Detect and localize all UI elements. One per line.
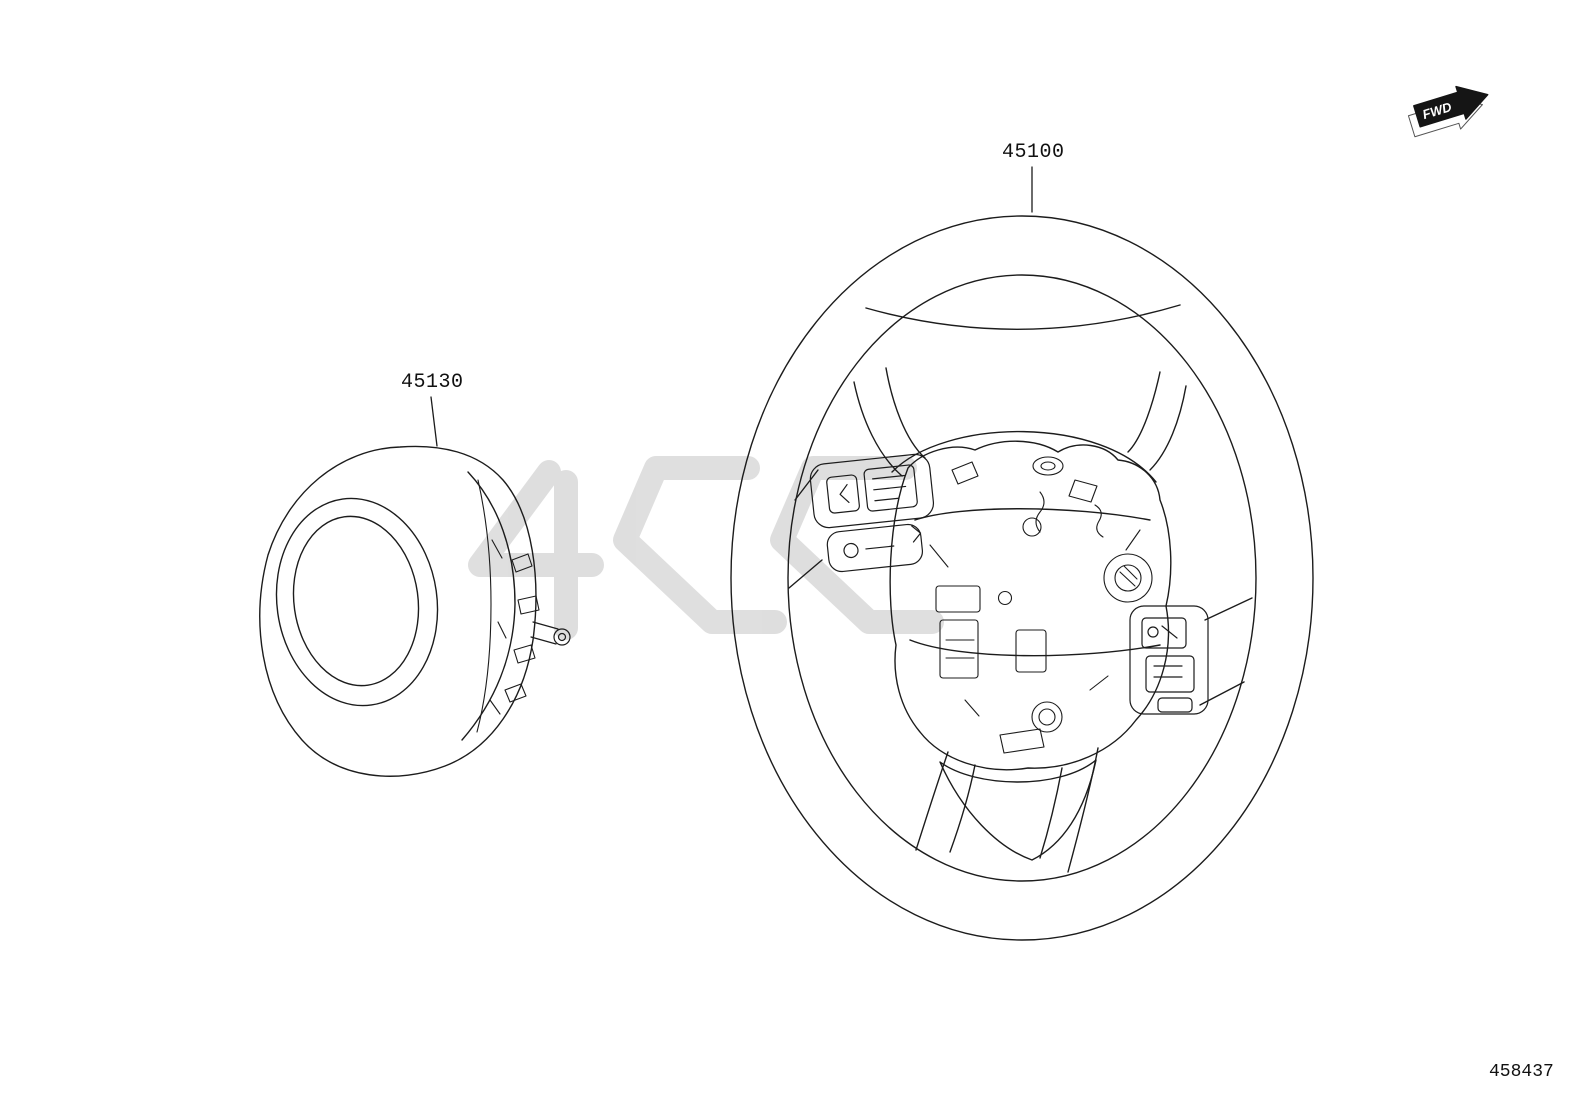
hub-details <box>929 456 1153 754</box>
part-label-45130[interactable]: 45130 <box>401 371 464 394</box>
fwd-arrow-icon: FWD <box>1407 85 1489 138</box>
leader-line-45130 <box>430 396 438 447</box>
leader-lines <box>430 166 1033 447</box>
horn-ring-inner <box>292 515 420 687</box>
rim-top-contour <box>865 304 1181 330</box>
pad-face-edge <box>461 471 516 741</box>
left-arrow-icon <box>839 483 850 504</box>
part-label-45100[interactable]: 45100 <box>1002 141 1065 164</box>
watermark-logo <box>468 456 944 640</box>
pad-outline <box>259 445 537 777</box>
rim-outer <box>730 215 1314 941</box>
drawing-number: 458437 <box>1489 1062 1554 1082</box>
horn-ring-outer <box>275 497 439 707</box>
voice-button-icon <box>843 542 859 559</box>
spoke-edges <box>788 367 1253 706</box>
airbag-module-drawing <box>259 445 571 777</box>
cruise-button-icon <box>1147 626 1159 638</box>
hub-armature <box>889 430 1172 771</box>
steering-wheel-drawing <box>730 215 1314 941</box>
right-switch-pod <box>1129 605 1209 715</box>
pad-bracket-details <box>476 479 540 733</box>
mounting-stud <box>530 621 571 646</box>
bottom-spoke <box>915 747 1099 873</box>
left-switch-pod <box>809 453 935 573</box>
rim-inner <box>787 274 1257 882</box>
